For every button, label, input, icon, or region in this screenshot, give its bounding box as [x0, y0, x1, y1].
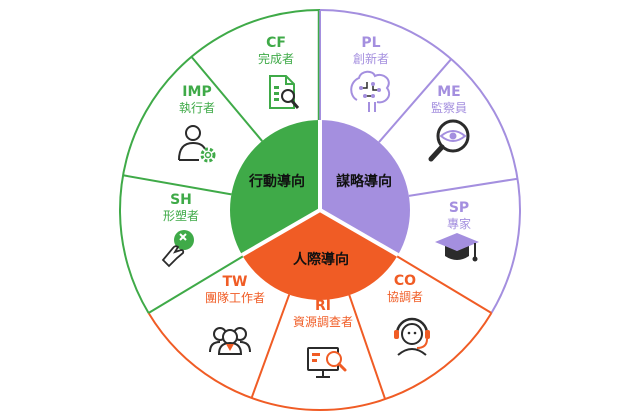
role-code: PL	[361, 35, 380, 51]
role-name: 協調者	[387, 289, 423, 304]
role-tw: TW 團隊工作者	[205, 274, 265, 305]
role-ri: RI 資源調查者	[293, 298, 353, 329]
ring-arc-thought	[319, 9, 521, 314]
core-label-people: 人際導向	[293, 251, 349, 268]
role-name: 資源調查者	[293, 315, 353, 329]
role-name: 監察員	[431, 100, 467, 115]
monitor-search-icon	[307, 347, 347, 378]
ring-arc-people	[147, 312, 493, 411]
core-label-thought: 謀略導向	[336, 173, 392, 190]
core-label-action: 行動導向	[248, 173, 305, 190]
role-code: ME	[437, 84, 461, 100]
ring-arc-action	[119, 9, 321, 314]
role-name: 形塑者	[163, 208, 199, 223]
role-pl: PL 創新者	[353, 35, 389, 66]
core-dividers	[241, 120, 399, 257]
graduation-cap-icon	[435, 233, 479, 262]
core-divider	[319, 208, 399, 257]
ring-divider	[408, 177, 518, 197]
ring-divider	[396, 255, 492, 314]
brain-circuit-icon	[350, 70, 391, 112]
hand-shaping-icon	[161, 230, 194, 268]
ring-divider	[122, 174, 232, 196]
role-me: ME 監察員	[431, 84, 467, 115]
role-code: IMP	[182, 84, 211, 100]
role-imp: IMP 執行者	[179, 84, 215, 115]
ring-divider	[148, 255, 244, 314]
role-name: 團隊工作者	[205, 290, 265, 305]
ring-divider	[190, 56, 263, 142]
document-magnifier-icon	[269, 75, 300, 109]
role-code: RI	[315, 298, 331, 314]
ring-divider	[378, 58, 452, 143]
role-code: SH	[170, 192, 192, 208]
person-gear-icon	[178, 125, 216, 163]
role-code: TW	[223, 274, 248, 290]
ring-dividers	[122, 10, 518, 400]
magnifying-eye-icon	[428, 119, 470, 162]
role-name: 創新者	[353, 51, 389, 66]
role-code: SP	[449, 200, 469, 216]
inner-core: 行動導向 謀略導向 人際導向	[229, 120, 411, 301]
headset-person-icon	[394, 317, 430, 356]
role-name: 執行者	[179, 101, 215, 115]
ring-divider	[348, 294, 387, 400]
role-cf: CF 完成者	[258, 35, 294, 66]
ring-divider	[250, 294, 291, 399]
role-name: 完成者	[258, 51, 294, 66]
role-sp: SP 專家	[447, 200, 471, 231]
role-code: CF	[266, 35, 286, 51]
core-divider	[241, 208, 321, 257]
role-co: CO 協調者	[387, 273, 423, 304]
role-name: 專家	[447, 216, 471, 231]
role-sh: SH 形塑者	[163, 192, 199, 223]
role-code: CO	[394, 273, 416, 289]
team-people-icon	[209, 327, 251, 355]
